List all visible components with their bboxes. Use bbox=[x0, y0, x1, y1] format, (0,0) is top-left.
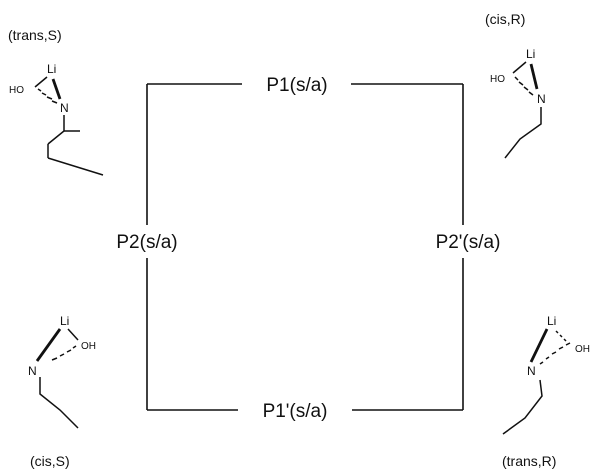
connector-square bbox=[146, 83, 464, 411]
ethyl-tail bbox=[47, 130, 104, 176]
molecule-cis-s: Li OH N bbox=[28, 314, 96, 429]
o-n-hashed-bond bbox=[51, 345, 77, 361]
ethyl-chain bbox=[504, 107, 542, 159]
li-o-bond bbox=[34, 76, 48, 88]
ho-group: HO bbox=[9, 85, 24, 96]
o-n-hashed-bond bbox=[37, 88, 58, 104]
edge-label-right: P2'(s/a) bbox=[436, 232, 501, 253]
ethyl-chain bbox=[39, 377, 79, 429]
molecule-trans-s: Li HO N bbox=[9, 62, 104, 176]
edge-label-left: P2(s/a) bbox=[116, 232, 177, 253]
ho-group: HO bbox=[490, 74, 505, 85]
li-o-bond bbox=[67, 328, 79, 341]
ethyl-chain bbox=[502, 379, 543, 435]
oh-group: OH bbox=[81, 341, 96, 352]
corner-label-top-right: (cis,R) bbox=[485, 11, 525, 27]
li-n-bond-bold bbox=[529, 63, 539, 90]
li-o-hashed-bond bbox=[555, 330, 567, 342]
n-o-hashed-bond bbox=[539, 342, 571, 365]
n-atom: N bbox=[527, 364, 536, 378]
li-atom: Li bbox=[547, 314, 556, 328]
o-n-hashed-bond bbox=[514, 76, 534, 96]
n-atom: N bbox=[60, 101, 69, 115]
li-n-bond-bold bbox=[529, 328, 549, 363]
li-atom: Li bbox=[47, 62, 56, 76]
molecule-cis-r: Li HO N bbox=[490, 47, 546, 159]
li-o-bond bbox=[512, 61, 527, 74]
oh-group: OH bbox=[575, 344, 590, 355]
molecule-trans-r: Li OH N bbox=[502, 314, 590, 435]
edge-label-top: P1(s/a) bbox=[266, 75, 327, 96]
li-atom: Li bbox=[526, 47, 535, 61]
edge-label-bottom: P1'(s/a) bbox=[263, 401, 328, 422]
li-n-bond-bold bbox=[35, 328, 62, 362]
li-atom: Li bbox=[60, 314, 69, 328]
n-atom: N bbox=[28, 364, 37, 378]
corner-label-bottom-right: (trans,R) bbox=[502, 453, 556, 469]
ethyl-chain bbox=[47, 115, 65, 145]
corner-label-top-left: (trans,S) bbox=[8, 27, 62, 43]
li-n-bond-bold bbox=[51, 78, 62, 100]
n-atom: N bbox=[537, 92, 546, 106]
corner-label-bottom-left: (cis,S) bbox=[30, 453, 70, 469]
